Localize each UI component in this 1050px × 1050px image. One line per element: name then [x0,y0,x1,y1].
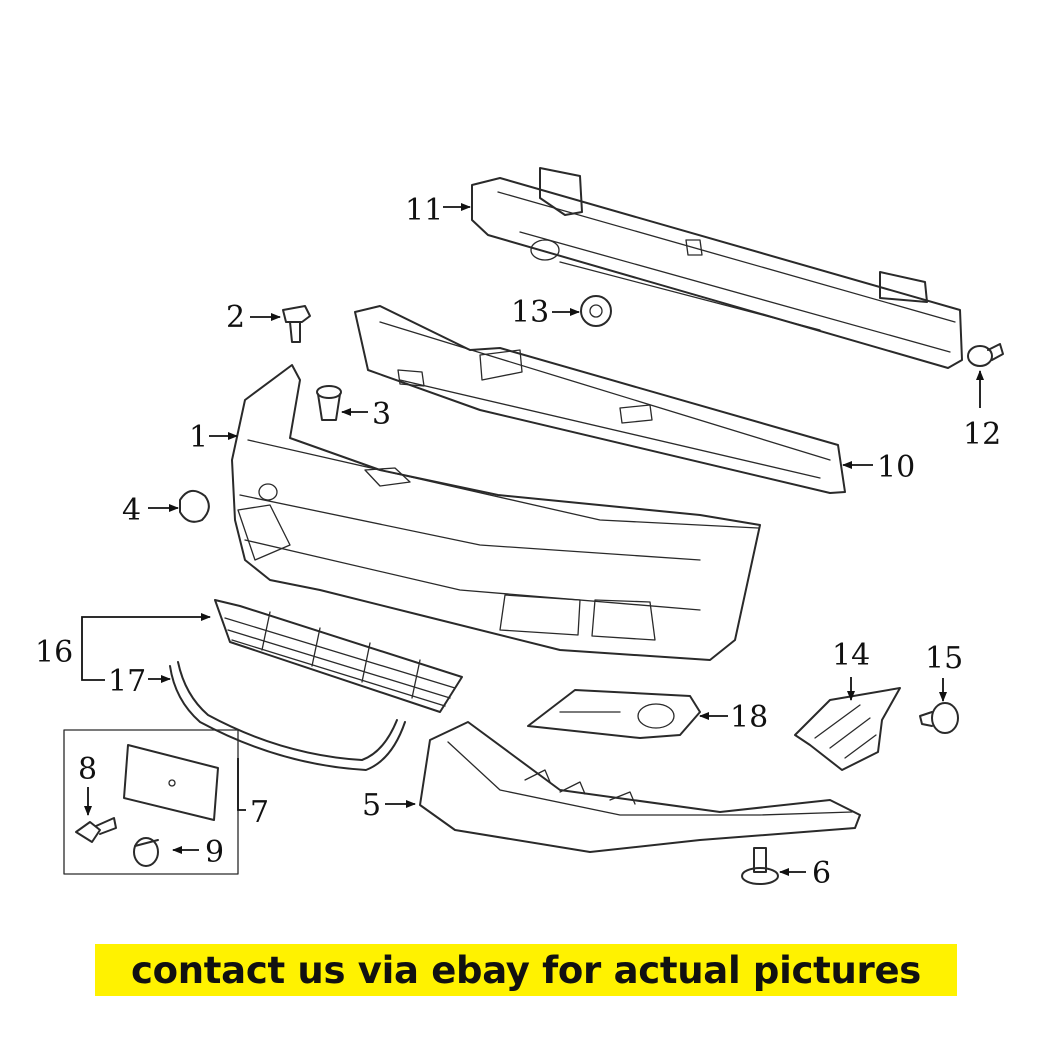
callout-4: 4 [122,493,141,528]
license-bracket-part-7 [123,744,219,821]
push-pin-part-15 [919,702,959,734]
callout-17: 17 [108,664,146,699]
contact-banner: contact us via ebay for actual pictures [95,944,957,996]
callout-6: 6 [812,856,831,891]
push-pin-part-12 [967,343,1004,367]
callout-18: 18 [730,700,768,735]
callout-16: 16 [35,635,73,670]
lower-grille-part-16 [214,599,463,713]
energy-absorber-part-10 [354,305,846,494]
clip-nut-part-9 [133,837,159,867]
leader-lines [81,203,984,876]
callout-9: 9 [205,835,224,870]
screw-part-8 [75,817,117,843]
callout-8: 8 [78,752,97,787]
reinforcement-bar-part-11 [471,167,963,369]
screw-part-6 [741,847,779,885]
bumper-cover-part-1 [231,364,761,661]
callout-12: 12 [963,417,1001,452]
bolt-part-2 [282,305,311,343]
callout-2: 2 [226,300,245,335]
callout-7: 7 [250,795,269,830]
bracket-part-14 [794,687,901,771]
cap-part-4 [179,489,210,523]
callout-5: 5 [362,788,381,823]
grommet-part-13 [580,295,612,327]
callout-3: 3 [372,397,391,432]
callout-11: 11 [405,193,443,228]
molding-part-17 [169,661,406,771]
fog-lamp-bezel-part-18 [527,689,701,739]
clip-part-3 [316,385,342,421]
callout-15: 15 [925,641,963,676]
callout-1: 1 [189,420,208,455]
callout-14: 14 [832,638,870,673]
lower-spoiler-part-5 [419,721,861,853]
callout-13: 13 [511,295,549,330]
callout-10: 10 [877,450,915,485]
